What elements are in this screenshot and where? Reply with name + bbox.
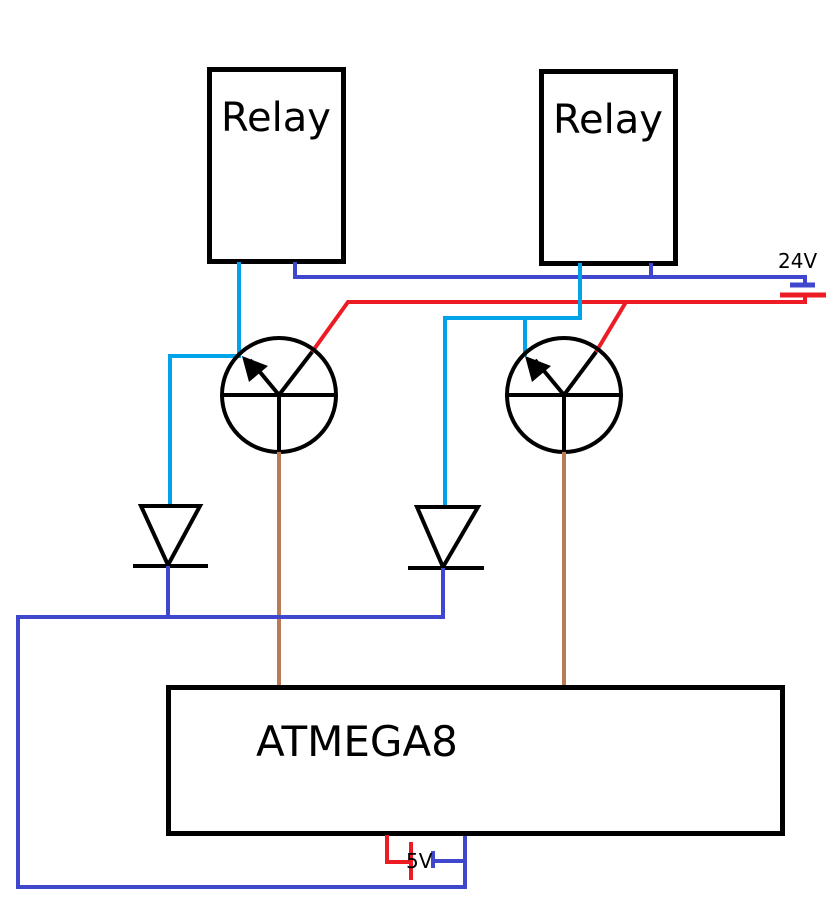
wire-24v-positive bbox=[310, 295, 807, 354]
transistor-1-arrow-icon bbox=[242, 356, 268, 382]
atmega8-box bbox=[166, 685, 785, 836]
relay-1-box bbox=[207, 67, 346, 264]
relay-2-label: Relay bbox=[553, 97, 663, 143]
supply-5v: 5V bbox=[385, 835, 465, 880]
atmega8-label: ATMEGA8 bbox=[256, 717, 458, 766]
diode-2-triangle bbox=[413, 505, 482, 572]
transistor-2-collector bbox=[562, 350, 598, 397]
wire-relay-1-coil bbox=[168, 262, 241, 505]
wire-5v-positive bbox=[385, 835, 411, 864]
atmega8: ATMEGA8 bbox=[166, 685, 785, 836]
wire-transistor-2-positive bbox=[594, 300, 628, 354]
diode-1-triangle bbox=[137, 504, 204, 570]
transistor-1-collector bbox=[277, 350, 314, 397]
transistor-2-arrow-icon bbox=[525, 356, 551, 382]
diode-1 bbox=[133, 504, 208, 570]
relay-2-box bbox=[539, 69, 678, 266]
wire-ground-return bbox=[16, 568, 467, 889]
supply-24v-label: 24V bbox=[778, 249, 817, 273]
relay-1: Relay bbox=[207, 67, 346, 264]
wire-relay-2-coil bbox=[443, 263, 582, 507]
transistor-2 bbox=[505, 336, 623, 454]
supply-5v-label: 5V bbox=[406, 849, 433, 873]
relay-1-label: Relay bbox=[221, 95, 331, 141]
transistor-1 bbox=[220, 336, 338, 454]
wire-24v-negative bbox=[293, 262, 807, 285]
diode-2 bbox=[408, 505, 484, 572]
relay-2: Relay bbox=[539, 69, 678, 266]
